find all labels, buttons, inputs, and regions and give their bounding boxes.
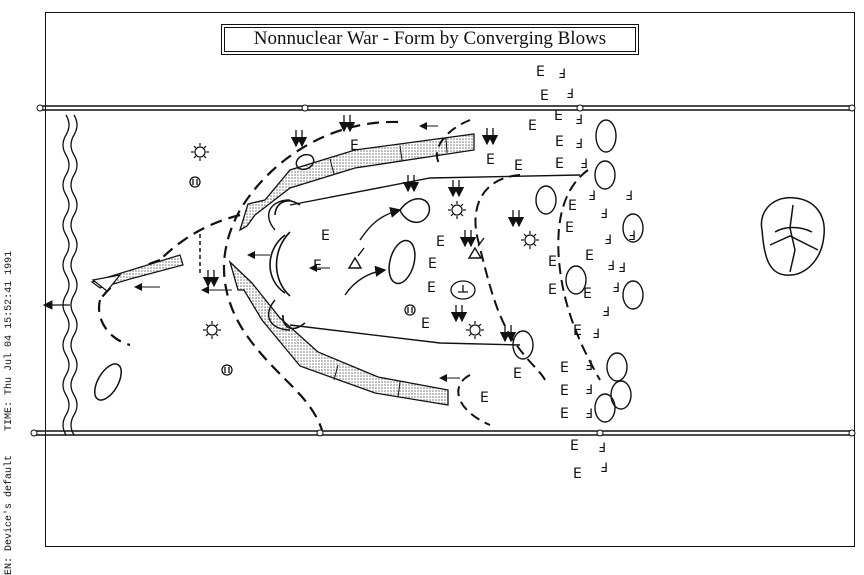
unit-glyph: Ε (421, 316, 430, 332)
unit-glyph: Ε (573, 466, 582, 482)
flag-glyph: Ⅎ (604, 233, 611, 248)
unit-glyph: Ε (560, 383, 569, 399)
airborne-symbols (191, 143, 539, 339)
flag-glyph: Ⅎ (592, 327, 599, 342)
flag-glyph: Ⅎ (600, 461, 607, 476)
screen-label: EN: Device's default (4, 454, 15, 575)
unit-glyph: Ε (427, 280, 436, 296)
unit-glyph: Ε (313, 258, 322, 274)
flag-glyph: Ⅎ (580, 157, 587, 172)
inner-pocket-front (474, 169, 601, 381)
diagram-title: Nonnuclear War - Form by Converging Blow… (224, 27, 636, 52)
flag-glyph: Ⅎ (585, 383, 592, 398)
unit-glyph: Ε (555, 156, 564, 172)
oval-unit-groups (512, 119, 644, 423)
river-line (42, 114, 78, 436)
unit-glyph: Ε (565, 220, 574, 236)
triangle-symbols (347, 237, 485, 269)
print-info: EN: Device's default TIME: Thu Jul 04 15… (3, 155, 17, 575)
unit-glyphs: Ε Ε Ε Ε Ε Ε Ε Ε Ε Ε Ε Ε Ε Ε Ε Ε Ε Ε Ε Ε … (313, 64, 594, 482)
unit-glyph: Ε (554, 108, 563, 124)
unit-glyph: Ε (573, 323, 582, 339)
flag-glyph: Ⅎ (585, 407, 592, 422)
flag-glyph: Ⅎ (607, 259, 614, 274)
maneuver-arrows (344, 206, 402, 296)
enemy-concentration (760, 196, 825, 276)
unit-glyph: Ε (540, 88, 549, 104)
flag-glyph: Ⅎ (558, 67, 565, 82)
upper-strike-arrow (238, 133, 475, 232)
unit-glyph: Ε (321, 228, 330, 244)
flag-glyph: Ⅎ (598, 441, 605, 456)
unit-glyph: Ε (568, 198, 577, 214)
flag-glyph: Ⅎ (566, 87, 573, 102)
flag-glyph: Ⅎ (625, 189, 632, 204)
unit-glyph: Ε (548, 254, 557, 270)
flag-glyph: Ⅎ (628, 229, 635, 244)
unit-glyph: Ε (560, 406, 569, 422)
lower-strike-arrow (228, 259, 449, 406)
flag-glyph: Ⅎ (600, 207, 607, 222)
flag-glyphs: Ⅎ Ⅎ Ⅎ Ⅎ Ⅎ Ⅎ Ⅎ Ⅎ Ⅎ Ⅎ Ⅎ Ⅎ Ⅎ Ⅎ Ⅎ Ⅎ Ⅎ Ⅎ Ⅎ Ⅎ (558, 67, 635, 476)
flag-glyph: Ⅎ (585, 359, 592, 374)
terrain-ovals (94, 153, 431, 401)
unit-glyph: Ε (585, 248, 594, 264)
flag-glyph: Ⅎ (612, 281, 619, 296)
time-label: TIME: Thu Jul 04 15:52:41 1991 (4, 250, 15, 431)
lower-boundary-line (30, 429, 856, 437)
unit-glyph: Ε (548, 282, 557, 298)
circled-unit-symbols (189, 176, 476, 376)
unit-glyph: Ε (436, 234, 445, 250)
defense-arcs (269, 119, 491, 426)
unit-glyph: Ε (513, 366, 522, 382)
unit-glyph: Ε (514, 158, 523, 174)
unit-glyph: Ε (555, 134, 564, 150)
unit-glyph: Ε (350, 138, 359, 154)
strike-marks (202, 115, 525, 343)
unit-glyph: Ε (428, 256, 437, 272)
withdrawal-arrows (134, 251, 330, 294)
map-frame (45, 12, 855, 547)
flag-glyph: Ⅎ (588, 189, 595, 204)
flag-glyph: Ⅎ (602, 305, 609, 320)
unit-glyph: Ε (570, 438, 579, 454)
flag-glyph: Ⅎ (618, 261, 625, 276)
flag-glyph: Ⅎ (575, 137, 582, 152)
unit-glyph: Ε (486, 152, 495, 168)
flag-glyph: Ⅎ (575, 113, 582, 128)
unit-glyph: Ε (528, 118, 537, 134)
upper-boundary-line (36, 104, 856, 112)
unit-glyph: Ε (583, 286, 592, 302)
unit-glyph: Ε (560, 360, 569, 376)
west-strike-arrow (90, 234, 201, 292)
unit-glyph: Ε (480, 390, 489, 406)
outer-encirclement-front (97, 120, 399, 431)
unit-glyph: Ε (536, 64, 545, 80)
